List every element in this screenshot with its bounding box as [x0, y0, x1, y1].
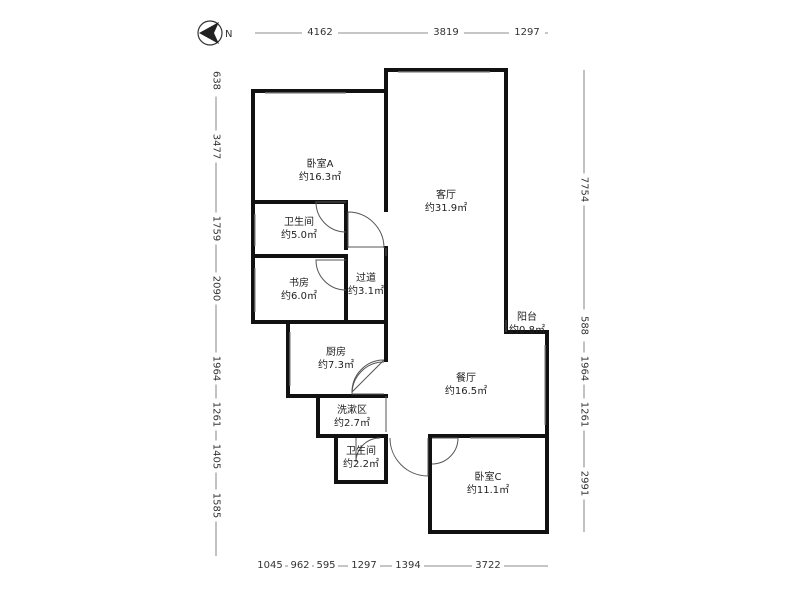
room-name: 卫生间 — [346, 446, 376, 457]
room-name: 餐厅 — [456, 373, 476, 384]
room-area: 约16.3㎡ — [298, 172, 342, 183]
room-name: 卧室C — [474, 472, 502, 483]
dim-bottom-3: 595 — [314, 560, 338, 571]
dim-right-2: 588 — [578, 309, 590, 342]
room-study: 书房 约6.0㎡ — [259, 277, 339, 303]
compass-icon — [197, 20, 223, 46]
room-dining: 餐厅 约16.5㎡ — [426, 372, 506, 398]
dim-bottom-2: 962 — [288, 560, 312, 571]
room-balcony: 阳台 约0.8㎡ — [503, 311, 551, 337]
room-area: 约0.8㎡ — [509, 325, 545, 336]
room-area: 约11.1㎡ — [466, 485, 510, 496]
dim-top-2: 3819 — [428, 27, 464, 38]
dim-top-3: 1297 — [509, 27, 545, 38]
dim-left-8: 1585 — [210, 489, 222, 522]
dim-top-1: 4162 — [302, 27, 338, 38]
room-area: 约5.0㎡ — [281, 230, 317, 241]
room-area: 约2.2㎡ — [343, 459, 379, 470]
room-area: 约6.0㎡ — [281, 291, 317, 302]
room-name: 厨房 — [326, 347, 346, 358]
dim-bottom-5: 1394 — [392, 560, 424, 571]
room-name: 过道 — [356, 273, 376, 284]
dim-left-4: 2090 — [210, 272, 222, 305]
dim-right-4: 1261 — [578, 398, 590, 431]
dim-right-1: 7754 — [578, 173, 590, 206]
room-bath-1: 卫生间 约5.0㎡ — [259, 216, 339, 242]
room-name: 洗漱区 — [337, 405, 367, 416]
doors — [315, 201, 507, 477]
dim-left-6: 1261 — [210, 398, 222, 431]
room-living: 客厅 约31.9㎡ — [406, 189, 486, 215]
dim-left-7: 1405 — [210, 440, 222, 473]
dim-left-2: 3477 — [210, 130, 222, 163]
dim-left-1: 638 — [210, 64, 222, 97]
dim-left-3: 1759 — [210, 212, 222, 245]
room-bath-2: 卫生间 约2.2㎡ — [336, 445, 386, 471]
room-hallway: 过道 约3.1㎡ — [336, 272, 396, 298]
dim-bottom-4: 1297 — [348, 560, 380, 571]
room-area: 约7.3㎡ — [318, 360, 354, 371]
room-area: 约31.9㎡ — [424, 203, 468, 214]
room-name: 阳台 — [517, 312, 537, 323]
room-wash-area: 洗漱区 约2.7㎡ — [318, 404, 386, 430]
dim-right-5: 2991 — [578, 467, 590, 500]
room-bedroom-a: 卧室A 约16.3㎡ — [280, 158, 360, 184]
room-area: 约3.1㎡ — [348, 286, 384, 297]
room-kitchen: 厨房 约7.3㎡ — [296, 346, 376, 372]
room-area: 约2.7㎡ — [334, 418, 370, 429]
room-name: 书房 — [289, 278, 309, 289]
dim-left-5: 1964 — [210, 352, 222, 385]
dim-bottom-1: 1045 — [255, 560, 285, 571]
room-name: 客厅 — [436, 190, 456, 201]
windows — [254, 71, 546, 439]
room-name: 卧室A — [306, 159, 334, 170]
dim-bottom-6: 3722 — [472, 560, 504, 571]
room-name: 卫生间 — [284, 217, 314, 228]
dim-right-3: 1964 — [578, 352, 590, 385]
room-area: 约16.5㎡ — [444, 386, 488, 397]
compass-label: N — [225, 29, 232, 40]
room-bedroom-c: 卧室C 约11.1㎡ — [448, 471, 528, 497]
